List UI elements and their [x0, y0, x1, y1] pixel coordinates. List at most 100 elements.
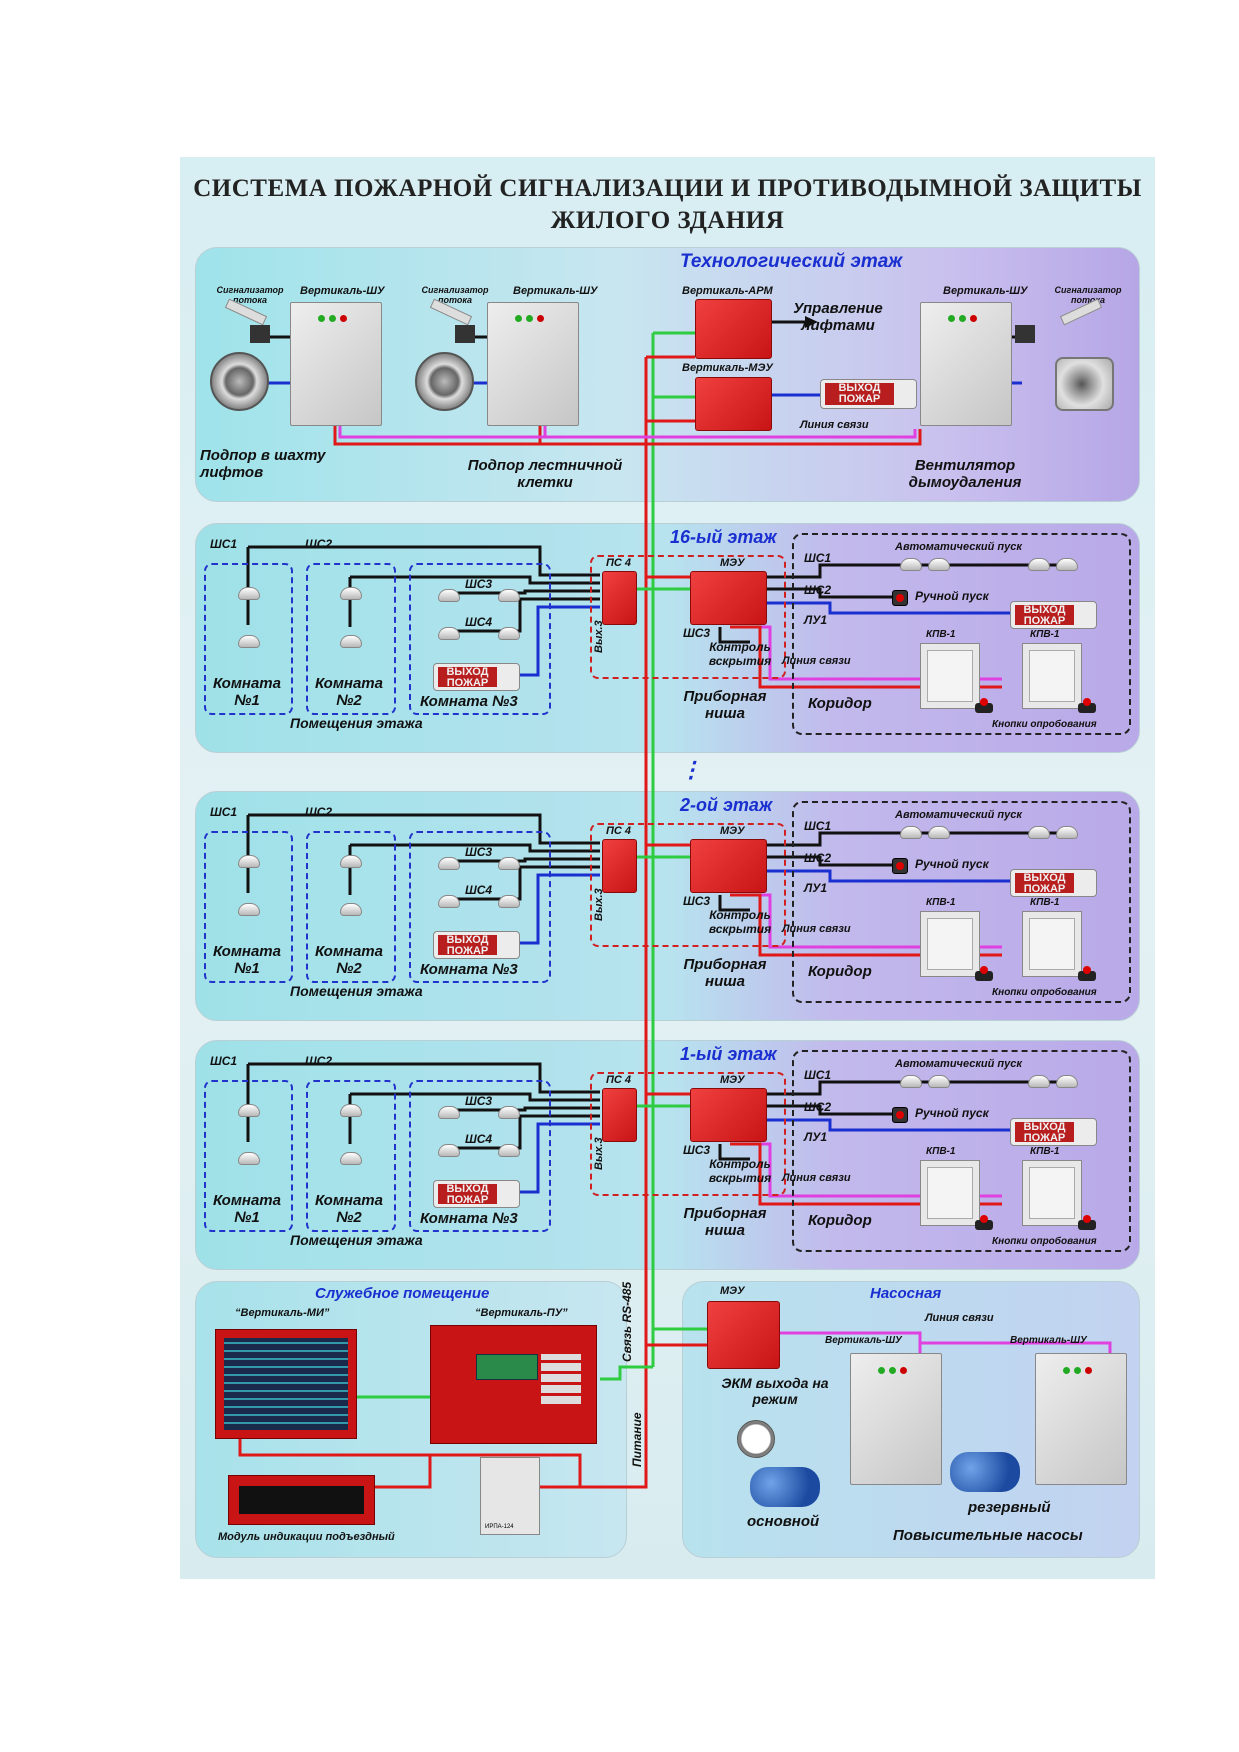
vyh3-label: Вых.3 — [593, 620, 605, 653]
shs2-corr-label: ШС2 — [804, 851, 832, 865]
heat-detector — [340, 587, 362, 600]
manual-call-point[interactable] — [892, 858, 908, 874]
indication-module-label: Модуль индикации подъездный — [218, 1531, 395, 1543]
corridor-label: Коридор — [808, 695, 872, 712]
vyh3-label: Вых.3 — [593, 1137, 605, 1170]
shu-label-1: Вертикаль-ШУ — [300, 285, 385, 297]
test-button-2[interactable] — [1078, 966, 1096, 981]
room3-zone — [409, 831, 551, 983]
comm-line-label: Линия связи — [782, 923, 851, 935]
manual-call-point[interactable] — [892, 1107, 908, 1123]
shs2-label: ШС2 — [305, 1054, 333, 1068]
test-button-1[interactable] — [975, 698, 993, 713]
poster-title-line2: ЖИЛОГО ЗДАНИЯ — [550, 207, 785, 234]
pump-shu-label-1: Вертикаль-ШУ — [825, 1335, 902, 1346]
room1-zone — [204, 1080, 293, 1232]
auto-start-label: Автоматический пуск — [895, 809, 1022, 821]
meu-device — [690, 839, 767, 893]
test-button-1[interactable] — [975, 1215, 993, 1230]
reserve-pump — [950, 1452, 1020, 1492]
axial-fan-1 — [210, 352, 269, 411]
vyh3-label: Вых.3 — [593, 888, 605, 921]
kpv-valve-2 — [1022, 1160, 1082, 1226]
smoke-detector — [438, 895, 460, 908]
smoke-detector — [1056, 558, 1078, 571]
test-button-1[interactable] — [975, 966, 993, 981]
shu-cabinet-3 — [920, 302, 1012, 426]
manual-start-label: Ручной пуск — [915, 1106, 989, 1120]
floor-1-title: 1-ый этаж — [680, 1044, 777, 1064]
shs3-niche-label: ШС3 — [683, 626, 711, 640]
room1-zone — [204, 563, 293, 715]
niche-label: Приборная ниша — [683, 956, 767, 991]
pump-shu-label-2: Вертикаль-ШУ — [1010, 1335, 1087, 1346]
shu-cabinet-2 — [487, 302, 579, 426]
floor-1-wires — [246, 1062, 1070, 1206]
pumps-label: Повысительные насосы — [893, 1527, 1083, 1544]
auto-start-label: Автоматический пуск — [895, 1058, 1022, 1070]
test-buttons-label: Кнопки опробования — [992, 1236, 1097, 1247]
kpv-label-1: КПВ-1 — [926, 629, 956, 640]
shs2-label: ШС2 — [305, 537, 333, 551]
centrifugal-fan — [1055, 357, 1114, 411]
smoke-detector — [498, 1144, 520, 1157]
room3-label: Комната №3 — [420, 1210, 518, 1227]
shs1-label: ШС1 — [210, 1054, 238, 1068]
meu-device — [690, 571, 767, 625]
smoke-detector — [238, 587, 260, 600]
smoke-detector — [928, 1075, 950, 1088]
device-niche-zone — [590, 823, 786, 947]
shu-label-3: Вертикаль-ШУ — [943, 285, 1028, 297]
smoke-detector — [900, 826, 922, 839]
shs3-label: ШС3 — [465, 845, 493, 859]
shs4-label: ШС4 — [465, 883, 493, 897]
heat-detector — [340, 635, 362, 648]
lu1-label: ЛУ1 — [804, 1130, 828, 1144]
smoke-detector — [438, 627, 460, 640]
test-button-2[interactable] — [1078, 1215, 1096, 1230]
smoke-detector — [498, 627, 520, 640]
smoke-detector — [1056, 826, 1078, 839]
smoke-detector — [238, 903, 260, 916]
shs4-label: ШС4 — [465, 615, 493, 629]
rooms-caption: Помещения этажа — [290, 715, 423, 731]
kpv-label-2: КПВ-1 — [1030, 1146, 1060, 1157]
indication-module — [228, 1475, 375, 1525]
kpv-valve-1 — [920, 911, 980, 977]
pump-shu-cabinet-1 — [850, 1353, 942, 1485]
kpv-valve-1 — [920, 1160, 980, 1226]
mi-panel — [215, 1329, 357, 1439]
ps4-label: ПС 4 — [606, 1074, 632, 1086]
kpv-valve-2 — [1022, 911, 1082, 977]
shs2-label: ШС2 — [305, 805, 333, 819]
ps4-label: ПС 4 — [606, 557, 632, 569]
room3-zone — [409, 1080, 551, 1232]
flow-sensor-label-2: Сигнализатор потока — [421, 285, 489, 306]
device-niche-zone — [590, 555, 786, 679]
poster-title-line1: СИСТЕМА ПОЖАРНОЙ СИГНАЛИЗАЦИИ И ПРОТИВОД… — [193, 175, 1142, 202]
kpv-valve-2 — [1022, 643, 1082, 709]
test-buttons-label: Кнопки опробования — [992, 719, 1097, 730]
pu-label: “Вертикаль-ПУ” — [475, 1307, 568, 1319]
smoke-detector — [1028, 826, 1050, 839]
smoke-detector — [1028, 558, 1050, 571]
kpv-label-1: КПВ-1 — [926, 897, 956, 908]
smoke-detector — [238, 635, 260, 648]
continuation-marker: ⋮ — [680, 757, 702, 782]
smoke-fan-label: Вентилятор дымоудаления — [908, 457, 1022, 492]
smoke-detector — [900, 1075, 922, 1088]
pump-shu-cabinet-2 — [1035, 1353, 1127, 1485]
shs1-corr-label: ШС1 — [804, 1068, 832, 1082]
floor-16-title: 16-ый этаж — [670, 527, 777, 547]
reserve-pump-label: резервный — [968, 1499, 1051, 1516]
test-button-2[interactable] — [1078, 698, 1096, 713]
manual-call-point[interactable] — [892, 590, 908, 606]
rs485-label: Связь RS-485 — [620, 1281, 634, 1362]
shs1-corr-label: ШС1 — [804, 551, 832, 565]
